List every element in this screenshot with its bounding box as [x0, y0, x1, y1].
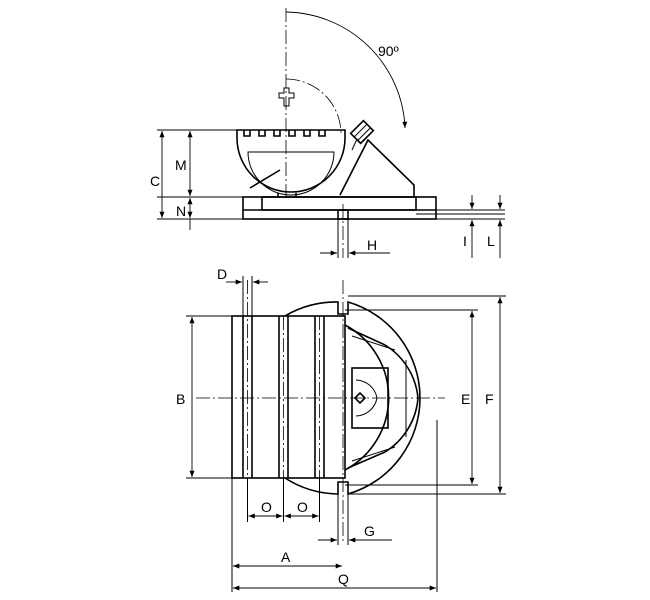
bracket-edge [351, 138, 358, 151]
plan-view: D B E F O O G A [176, 266, 506, 592]
base-upper-step [261, 196, 417, 211]
dim-g-label: G [364, 523, 375, 539]
dim-o1-label: O [261, 499, 272, 515]
bracket-plan-edges [351, 335, 407, 462]
dim-h-label: H [367, 237, 377, 253]
support-bracket [339, 138, 415, 197]
dim-n-label: N [176, 203, 186, 219]
dim-m-label: M [175, 157, 187, 173]
base-plate-outline [242, 196, 437, 220]
swing-arc-dashed [285, 78, 342, 135]
cradle-inner [247, 151, 335, 196]
dim-i-label: I [463, 233, 467, 249]
center-diamond [353, 391, 367, 405]
angle-label: 90º [378, 43, 399, 59]
cradle-outline [236, 129, 346, 193]
dim-f-label: F [485, 391, 494, 407]
dim-q-label: Q [338, 571, 349, 587]
side-view: 90º C M N [150, 8, 505, 258]
dim-a-label: A [281, 549, 291, 565]
dim-o2-label: O [297, 499, 308, 515]
dim-e-label: E [461, 391, 470, 407]
dim-l-label: L [487, 233, 495, 249]
dim-c-label: C [150, 173, 160, 189]
cradle-lower-edge [249, 169, 281, 189]
bracket-plan [347, 327, 419, 469]
clamp-arc [355, 379, 378, 417]
clamp-screw [349, 119, 375, 145]
tilted-table-profile [278, 87, 295, 107]
clamp-block [351, 367, 389, 429]
t-slots [243, 130, 326, 137]
dim-b-label: B [176, 391, 185, 407]
dim-d-label: D [217, 266, 227, 282]
angle-arc [285, 11, 408, 129]
